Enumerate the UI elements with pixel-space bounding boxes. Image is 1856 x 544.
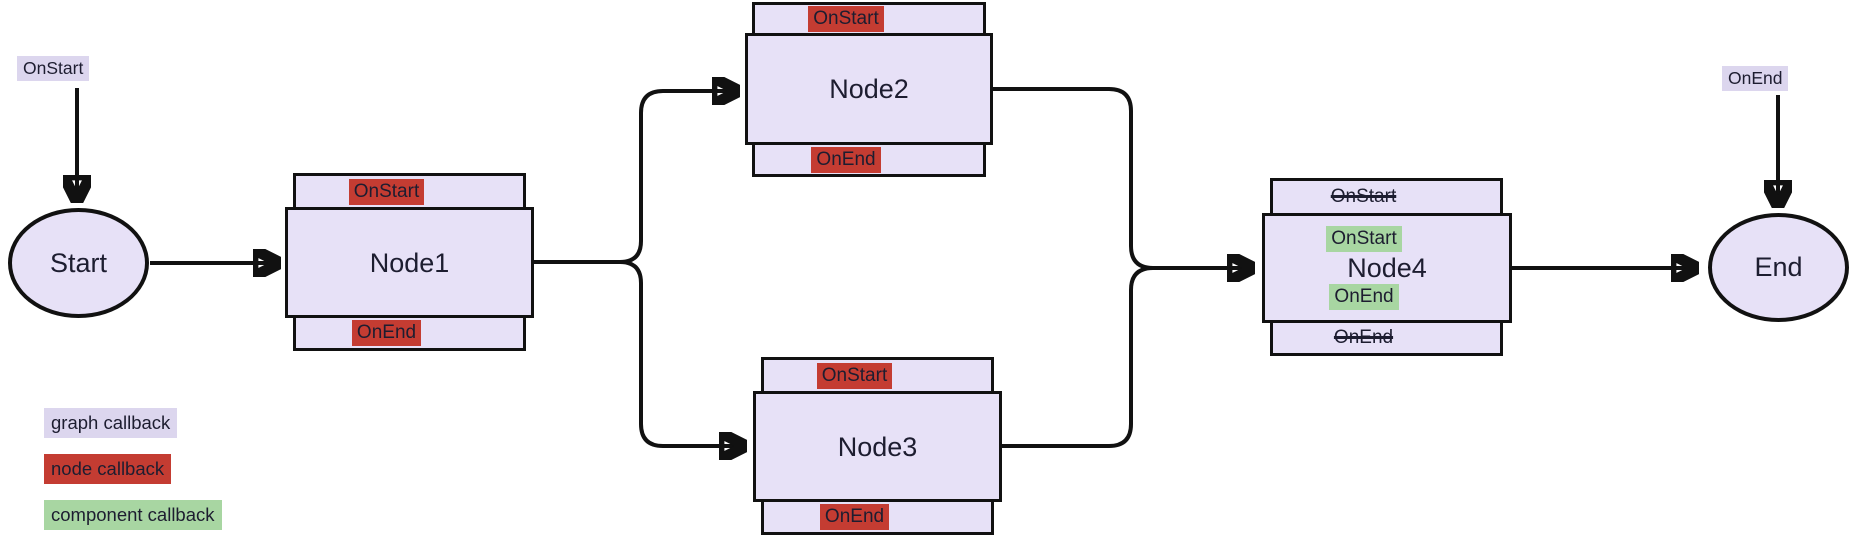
node4-title: Node4 — [1347, 253, 1427, 283]
node3-onstart-label: OnStart — [816, 362, 893, 389]
legend-item-graph-callback: graph callback — [44, 408, 178, 438]
graph-onend-label: OnEnd — [1722, 66, 1789, 91]
node3: Node3 — [753, 391, 1002, 502]
node4-node-onstart-disabled-label: OnStart — [1330, 186, 1397, 207]
edge-node2-node4 — [993, 87, 1252, 268]
edge-node3-node4 — [1002, 266, 1210, 448]
end-node: End — [1708, 213, 1849, 322]
node3-onend-label: OnEnd — [819, 504, 890, 530]
node3-onstart-bar: OnStart — [761, 357, 994, 394]
node3-onend-bar: OnEnd — [761, 499, 994, 535]
node2-onstart-bar: OnStart — [752, 2, 986, 36]
legend-item-component-callback: component callback — [44, 500, 222, 530]
node1-onstart-bar: OnStart — [293, 173, 526, 210]
node2-onend-bar: OnEnd — [752, 142, 986, 177]
node3-title: Node3 — [837, 431, 918, 462]
edge-node1-node2 — [534, 91, 737, 264]
node2-onstart-label: OnStart — [808, 6, 884, 32]
node1-onend-bar: OnEnd — [293, 315, 526, 351]
node4-onstart-bar: OnStart — [1270, 178, 1503, 216]
node1-onend-label: OnEnd — [351, 320, 422, 346]
node4-node-onend-disabled-label: OnEnd — [1333, 327, 1394, 348]
node4-onend-bar: OnEnd — [1270, 320, 1503, 356]
node4-component-onend-label: OnEnd — [1329, 284, 1399, 310]
node4: OnStart Node4 OnEnd — [1262, 213, 1512, 323]
node4-component-onstart-label: OnStart — [1326, 226, 1402, 252]
node2-title: Node2 — [829, 74, 909, 104]
legend-item-node-callback: node callback — [44, 454, 172, 484]
node1-onstart-label: OnStart — [348, 178, 425, 205]
graph-onstart-label: OnStart — [17, 56, 90, 81]
edge-node1-node3 — [534, 260, 744, 446]
node1-title: Node1 — [369, 247, 450, 278]
node2-onend-label: OnEnd — [811, 146, 881, 173]
start-node: Start — [8, 208, 149, 318]
start-node-label: Start — [49, 247, 108, 278]
node1: Node1 — [285, 207, 534, 318]
end-node-label: End — [1754, 252, 1803, 282]
node2: Node2 — [745, 33, 993, 145]
